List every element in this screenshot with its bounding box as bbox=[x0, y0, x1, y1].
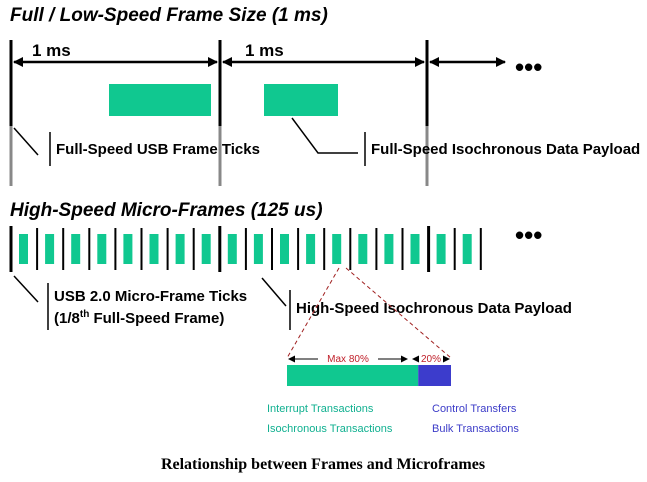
full-speed-frame-ticks bbox=[9, 40, 429, 186]
callout-leader-hs-payload bbox=[261, 277, 287, 307]
interval-label-1: 1 ms bbox=[32, 41, 71, 60]
full-speed-title: Full / Low-Speed Frame Size (1 ms) bbox=[10, 5, 328, 26]
callout-leader-microframe-ticks bbox=[13, 275, 39, 303]
legend-control-transfers: Control Transfers bbox=[432, 403, 517, 415]
microframe-payload-block bbox=[306, 234, 316, 264]
microframe-payload-block bbox=[123, 234, 133, 264]
callout-full-speed-ticks: Full-Speed USB Frame Ticks bbox=[56, 141, 260, 158]
callout-high-speed-payload: High-Speed Isochronous Data Payload bbox=[296, 300, 572, 317]
microframe-payload-block bbox=[201, 234, 211, 264]
callout-microframe-ticks-post: Full-Speed Frame) bbox=[89, 310, 224, 327]
zoom-line-left bbox=[286, 267, 340, 359]
micro-frame-row bbox=[9, 226, 482, 272]
callout-microframe-ticks-sup: th bbox=[80, 309, 89, 320]
microframe-payload-block bbox=[71, 234, 81, 264]
zoom-line-right bbox=[345, 267, 452, 359]
periodic-label-bg bbox=[318, 352, 378, 364]
async-label-bg bbox=[419, 352, 443, 364]
microframe-payload-block bbox=[45, 234, 55, 264]
full-speed-payload-block bbox=[264, 84, 338, 116]
microframe-payload-block bbox=[410, 234, 420, 264]
microframe-payload-block bbox=[227, 234, 237, 264]
legend-bulk-transactions: Bulk Transactions bbox=[432, 423, 519, 435]
microframe-payload-block bbox=[149, 234, 159, 264]
callout-leader-payload bbox=[291, 117, 358, 154]
periodic-bandwidth-bar bbox=[287, 365, 419, 386]
legend-interrupt-transactions: Interrupt Transactions bbox=[267, 403, 374, 415]
microframe-payload-block bbox=[436, 234, 446, 264]
interval-label-2: 1 ms bbox=[245, 41, 284, 60]
async-bandwidth-bar bbox=[418, 365, 451, 386]
full-speed-payload-block bbox=[109, 84, 211, 116]
microframe-payload-block bbox=[384, 234, 394, 264]
callout-full-speed-payload: Full-Speed Isochronous Data Payload bbox=[371, 141, 640, 158]
callout-microframe-ticks-line1: USB 2.0 Micro-Frame Ticks bbox=[54, 288, 247, 305]
microframe-breakdown: Max 80% 20% bbox=[287, 352, 451, 386]
callout-leader-ticks bbox=[13, 127, 39, 156]
microframe-payload-block bbox=[253, 234, 263, 264]
microframe-payload-block bbox=[332, 234, 342, 264]
microframe-payload-block bbox=[280, 234, 289, 264]
microframe-payload-block bbox=[97, 234, 107, 264]
high-speed-title: High-Speed Micro-Frames (125 us) bbox=[10, 200, 323, 221]
full-speed-ellipsis: ••• bbox=[515, 52, 542, 82]
async-percent-label: 20% bbox=[421, 354, 441, 365]
legend-isochronous-transactions: Isochronous Transactions bbox=[267, 423, 393, 435]
periodic-percent-label: Max 80% bbox=[327, 354, 369, 365]
callout-microframe-ticks-pre: (1/8 bbox=[54, 310, 80, 327]
microframe-payload-block bbox=[358, 234, 368, 264]
callout-microframe-ticks-line2: (1/8th Full-Speed Frame) bbox=[54, 309, 224, 327]
microframe-payload-block bbox=[175, 234, 185, 264]
microframe-payload-block bbox=[462, 234, 472, 264]
figure-caption: Relationship between Frames and Microfra… bbox=[161, 456, 485, 473]
microframe-payload-block bbox=[19, 234, 28, 264]
high-speed-ellipsis: ••• bbox=[515, 220, 542, 250]
